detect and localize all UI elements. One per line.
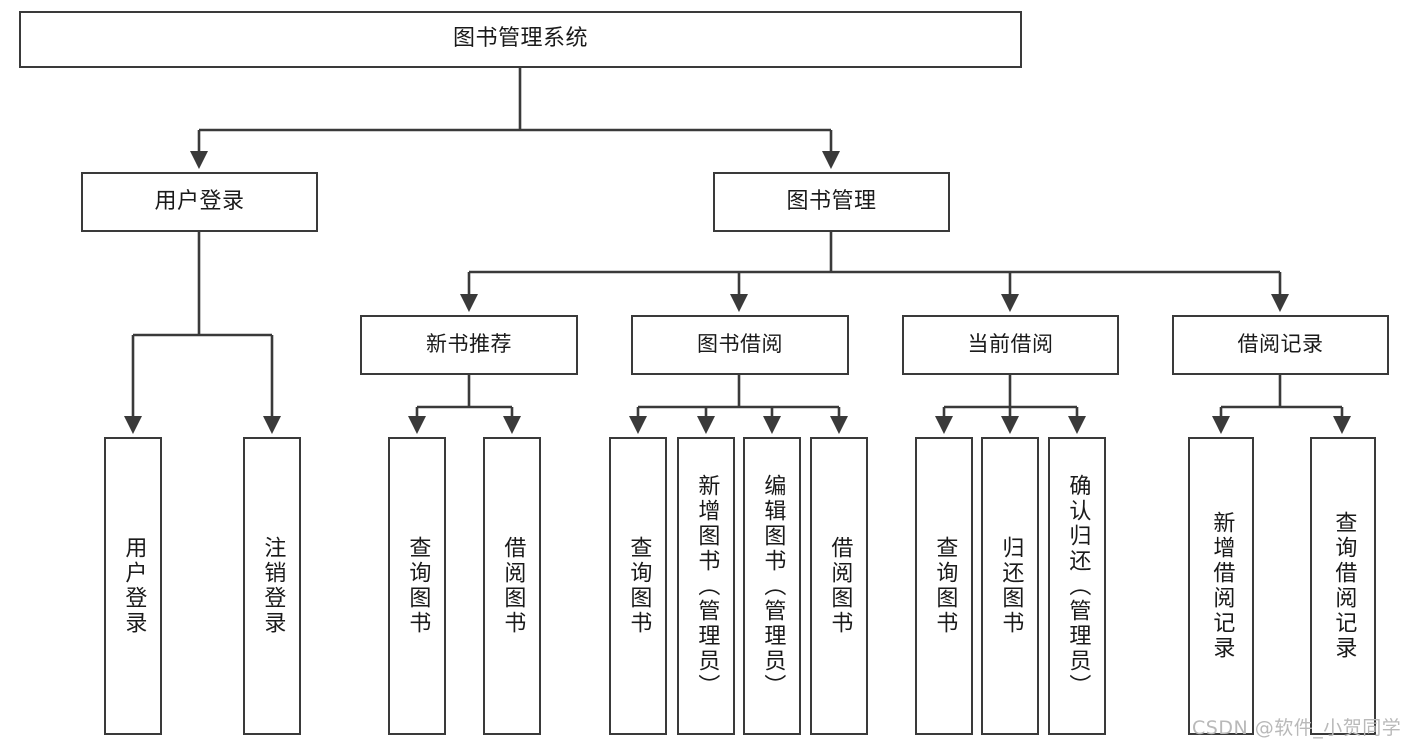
node-user-login-label: 用户登录: [154, 188, 245, 214]
node-leaf-recommend-query-book-label: 查询图书: [405, 536, 431, 636]
node-leaf-user-login[interactable]: 用户登录: [104, 437, 162, 735]
node-book-borrow-label: 图书借阅: [697, 332, 783, 357]
node-leaf-return-book-label: 归还图书: [998, 536, 1024, 636]
node-leaf-edit-book-admin[interactable]: 编辑图书（管理员）: [743, 437, 801, 735]
node-borrow-record[interactable]: 借阅记录: [1172, 315, 1389, 375]
node-leaf-return-book[interactable]: 归还图书: [981, 437, 1039, 735]
node-user-login[interactable]: 用户登录: [81, 172, 318, 232]
node-leaf-recommend-query-book[interactable]: 查询图书: [388, 437, 446, 735]
node-leaf-edit-book-admin-label: 编辑图书（管理员）: [760, 473, 786, 699]
node-leaf-add-borrow-record[interactable]: 新增借阅记录: [1188, 437, 1254, 735]
node-leaf-current-query-book-label: 查询图书: [932, 536, 958, 636]
node-leaf-confirm-return-admin[interactable]: 确认归还（管理员）: [1048, 437, 1106, 735]
node-root-label: 图书管理系统: [452, 26, 588, 52]
node-borrow-record-label: 借阅记录: [1237, 332, 1324, 357]
node-leaf-user-login-label: 用户登录: [121, 536, 147, 636]
node-leaf-recommend-borrow-book-label: 借阅图书: [500, 536, 526, 636]
node-leaf-user-logout[interactable]: 注销登录: [243, 437, 301, 735]
node-leaf-borrow-query-book-label: 查询图书: [626, 536, 652, 636]
node-leaf-borrow-book[interactable]: 借阅图书: [810, 437, 868, 735]
node-leaf-query-borrow-record-label: 查询借阅记录: [1331, 511, 1357, 661]
node-book-management[interactable]: 图书管理: [713, 172, 950, 232]
node-root-system[interactable]: 图书管理系统: [19, 11, 1022, 68]
node-current-borrow[interactable]: 当前借阅: [902, 315, 1119, 375]
node-leaf-recommend-borrow-book[interactable]: 借阅图书: [483, 437, 541, 735]
node-leaf-borrow-book-label: 借阅图书: [827, 536, 853, 636]
node-book-borrow[interactable]: 图书借阅: [631, 315, 849, 375]
node-leaf-user-logout-label: 注销登录: [260, 536, 286, 636]
node-leaf-add-book-admin[interactable]: 新增图书（管理员）: [677, 437, 735, 735]
node-new-book-recommend[interactable]: 新书推荐: [360, 315, 578, 375]
node-leaf-add-book-admin-label: 新增图书（管理员）: [694, 473, 720, 699]
node-book-management-label: 图书管理: [786, 188, 877, 214]
node-new-book-recommend-label: 新书推荐: [426, 332, 512, 357]
node-leaf-confirm-return-admin-label: 确认归还（管理员）: [1065, 473, 1091, 699]
node-leaf-borrow-query-book[interactable]: 查询图书: [609, 437, 667, 735]
node-leaf-query-borrow-record[interactable]: 查询借阅记录: [1310, 437, 1376, 735]
node-current-borrow-label: 当前借阅: [967, 332, 1054, 357]
node-leaf-current-query-book[interactable]: 查询图书: [915, 437, 973, 735]
node-leaf-add-borrow-record-label: 新增借阅记录: [1209, 511, 1235, 661]
